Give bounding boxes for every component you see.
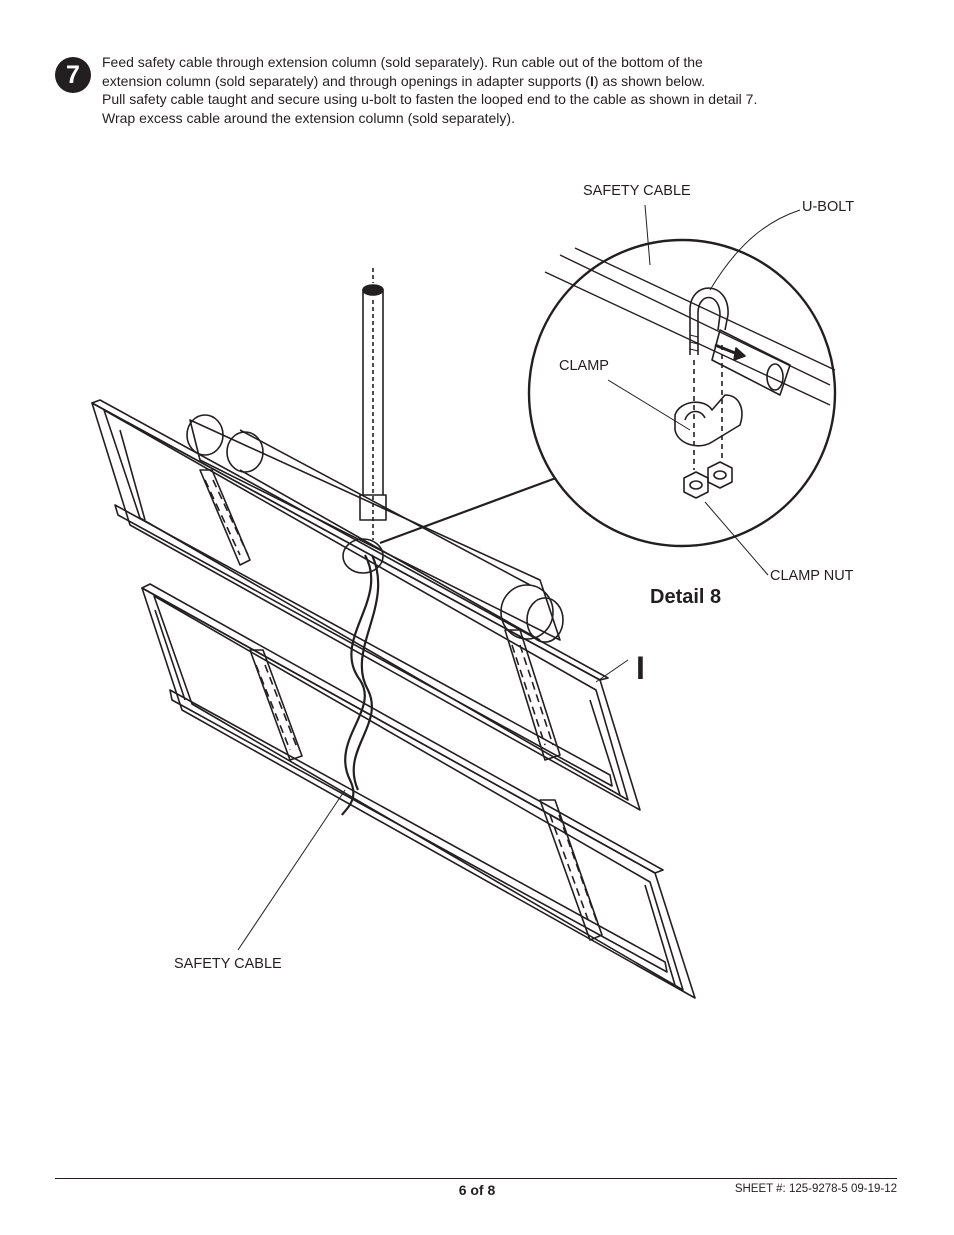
step-instructions: Feed safety cable through extension colu… bbox=[102, 53, 882, 127]
label-safety-cable-top: SAFETY CABLE bbox=[583, 183, 691, 199]
label-leaders bbox=[237, 204, 801, 951]
instruction-line-4: Wrap excess cable around the extension c… bbox=[102, 109, 515, 126]
adapter-frame-upper bbox=[91, 399, 641, 811]
safety-cable bbox=[341, 554, 380, 816]
footer-divider bbox=[55, 1178, 897, 1179]
detail-8-drawing bbox=[544, 247, 836, 499]
label-clamp: CLAMP bbox=[559, 358, 609, 374]
part-letter-label: I bbox=[636, 650, 645, 686]
page-number: 6 of 8 bbox=[458, 1182, 496, 1198]
detail-title: Detail 8 bbox=[650, 586, 722, 608]
sheet-number: SHEET #: 125-9278-5 09-19-12 bbox=[734, 1183, 897, 1195]
instruction-line-2: extension column (sold separately) and t… bbox=[102, 72, 706, 89]
mount-tubes bbox=[186, 414, 564, 643]
instruction-line-3: Pull safety cable taught and secure usin… bbox=[102, 91, 758, 107]
label-u-bolt: U-BOLT bbox=[802, 199, 855, 215]
step-number-badge: 7 bbox=[55, 57, 91, 93]
instruction-line-1: Feed safety cable through extension colu… bbox=[102, 54, 703, 70]
detail-callout bbox=[342, 238, 837, 574]
adapter-frame-lower bbox=[141, 583, 696, 999]
extension-column bbox=[359, 268, 387, 540]
label-clamp-nut: CLAMP NUT bbox=[770, 568, 854, 584]
label-safety-cable-bottom: SAFETY CABLE bbox=[174, 956, 282, 972]
